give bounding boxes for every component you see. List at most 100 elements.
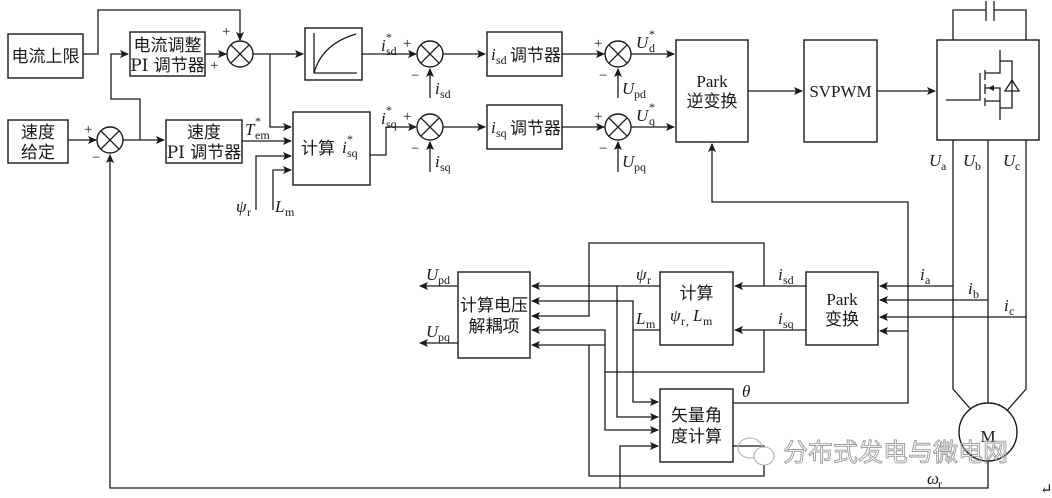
speed-ref-label-2: 给定 xyxy=(21,143,55,163)
lm-output-line xyxy=(531,297,660,331)
svg-text:pq: pq xyxy=(634,160,646,174)
current-limit-block: 电流上限 xyxy=(7,33,84,79)
dc-capacitor-icon xyxy=(985,1,995,21)
svg-text:i: i xyxy=(491,45,496,64)
lm-output-label: L m xyxy=(635,309,656,331)
inverse-park-block: Park 逆变换 xyxy=(675,39,749,143)
park-transform-block: Park 变换 xyxy=(805,271,879,346)
svg-text:L: L xyxy=(635,309,645,328)
summing-junction-isd xyxy=(416,40,444,68)
svg-text:i: i xyxy=(435,79,440,98)
summing-junction-isq xyxy=(416,113,444,141)
speed-pi-label-1: 速度 xyxy=(187,123,221,143)
svg-text:ψ: ψ xyxy=(636,265,647,284)
calc-flux-label: 计算 xyxy=(680,284,714,304)
angle-label-1: 矢量角 xyxy=(671,406,722,426)
svg-text:U: U xyxy=(1003,151,1017,170)
ic-label: i c xyxy=(1004,296,1014,318)
psi-r-input-line xyxy=(255,152,292,210)
isd-measured-label: i sd xyxy=(778,265,794,287)
svg-text:U: U xyxy=(929,151,943,170)
lm-input-line xyxy=(272,166,292,210)
sum-isd-minus: − xyxy=(411,68,419,84)
svg-text:pd: pd xyxy=(438,273,450,287)
svg-text:ω: ω xyxy=(927,469,939,488)
svpwm-block: SVPWM xyxy=(803,39,878,143)
svg-text:q: q xyxy=(649,114,655,128)
upd-input-label: U pd xyxy=(622,79,646,101)
svg-text:r: r xyxy=(647,273,651,287)
speed-error-to-current-pi-line xyxy=(110,50,141,140)
sum1-plus-left: + xyxy=(210,58,218,74)
isq-measured-label: i sq xyxy=(778,309,794,331)
theta-to-inverse-park-line xyxy=(708,143,909,404)
svg-text:em: em xyxy=(255,128,270,142)
svg-text:*: * xyxy=(386,103,392,117)
wechat-logo-icon xyxy=(737,437,775,466)
park-label-2: 变换 xyxy=(825,310,859,330)
sum-speed-plus: + xyxy=(84,122,92,138)
isq-to-decouple-line xyxy=(531,326,606,372)
svg-text:i: i xyxy=(342,138,347,157)
svg-text:sd: sd xyxy=(783,273,794,287)
angle-label-2: 度计算 xyxy=(671,427,722,447)
svg-text:L: L xyxy=(692,306,702,325)
psi-r-input-label: ψ r xyxy=(236,197,251,219)
isq-ref-line xyxy=(370,123,417,156)
isq-feedback-label: i sq xyxy=(435,152,451,174)
svg-text:U: U xyxy=(426,265,440,284)
ua-label: U a xyxy=(929,151,947,173)
sum-speed-minus: − xyxy=(92,150,100,166)
decouple-label-2: 解耦项 xyxy=(469,317,520,337)
phase-c-wire xyxy=(1003,140,1027,415)
svg-text:c: c xyxy=(1009,304,1014,318)
svg-text:i: i xyxy=(1004,296,1009,315)
saturation-curve xyxy=(313,33,357,74)
inverse-park-label-1: Park xyxy=(696,72,728,91)
svg-text:sq: sq xyxy=(386,117,397,131)
torque-ref-label: T em * xyxy=(245,114,270,142)
inverter-block xyxy=(936,1,1040,141)
sum-ud-plus: + xyxy=(594,36,602,52)
vector-angle-block: 矢量角 度计算 xyxy=(659,388,734,463)
svg-text:*: * xyxy=(347,132,353,146)
svg-text:a: a xyxy=(941,159,947,173)
svg-text:U: U xyxy=(622,79,636,98)
svg-text:sd: sd xyxy=(440,87,451,101)
isd-ref-label: i sd * xyxy=(381,30,397,58)
svg-text:U: U xyxy=(426,322,440,341)
calc-isq-label: 计算 xyxy=(301,139,335,159)
svg-text:,: , xyxy=(686,314,689,328)
svg-text:U: U xyxy=(636,106,650,125)
calc-isq-block: 计算 i sq * xyxy=(292,111,371,186)
svg-text:i: i xyxy=(381,36,386,55)
sum-isd-plus: + xyxy=(403,36,411,52)
isq-ref-label: i sq * xyxy=(381,103,397,131)
lm-to-angle-line xyxy=(632,330,659,406)
svg-text:pd: pd xyxy=(634,87,646,101)
svg-text:ψ: ψ xyxy=(670,306,681,325)
svg-text:b: b xyxy=(973,287,979,301)
svg-text:sq: sq xyxy=(783,317,794,331)
svg-text:sd: sd xyxy=(496,53,507,67)
voltage-decoupling-block: 计算电压 解耦项 xyxy=(457,271,531,359)
svg-text:i: i xyxy=(778,309,783,328)
isd-to-decouple-line xyxy=(531,242,765,320)
svg-text:i: i xyxy=(968,279,973,298)
psi-r-to-angle-line xyxy=(616,286,659,421)
theta-label: θ xyxy=(742,382,750,401)
svg-text:b: b xyxy=(975,159,981,173)
svg-text:i: i xyxy=(920,265,925,284)
isq-regulator-block: i sq 调节器 xyxy=(486,104,563,150)
uc-label: U c xyxy=(1003,151,1020,173)
watermark: 分布式发电与微电网 xyxy=(737,437,1008,467)
upq-input-label: U pq xyxy=(622,152,646,174)
omega-r-label: ω r xyxy=(927,469,942,491)
ib-label: i b xyxy=(968,279,979,301)
svg-text:U: U xyxy=(963,151,977,170)
svg-text:m: m xyxy=(703,314,713,328)
svg-text:ψ: ψ xyxy=(236,197,247,216)
speed-reference-block: 速度 给定 xyxy=(7,119,69,164)
svg-text:U: U xyxy=(636,33,650,52)
